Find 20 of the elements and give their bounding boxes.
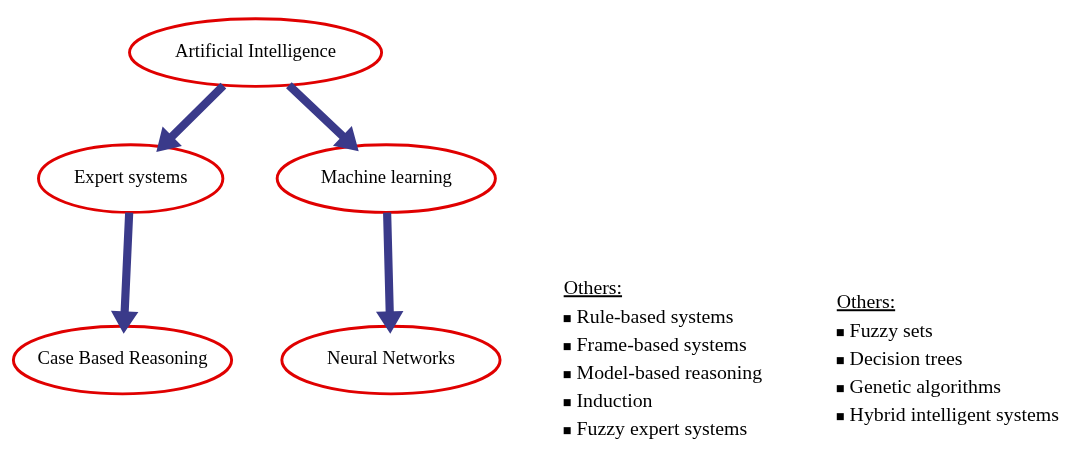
- arrow: [286, 81, 359, 151]
- node-ellipse: Machine learning: [275, 142, 497, 214]
- label: Frame-based systems: [576, 332, 747, 355]
- label: Decision trees: [849, 346, 963, 369]
- node-ellipse: Artificial Intelligence: [128, 16, 384, 88]
- label: Fuzzy expert systems: [576, 416, 748, 439]
- node-ellipse: Case Based Reasoning: [11, 324, 234, 395]
- arrow: [376, 212, 404, 334]
- label: Induction: [576, 388, 653, 411]
- arrow: [156, 82, 227, 152]
- label: Model-based reasoning: [576, 360, 763, 383]
- label: Others:: [563, 275, 623, 298]
- arrow: [110, 211, 139, 334]
- node-ellipse: Neural Networks: [280, 324, 502, 395]
- label: Fuzzy sets: [849, 318, 933, 341]
- label: Genetic algorithms: [849, 374, 1002, 397]
- label: Rule-based systems: [576, 304, 734, 327]
- node-ellipse: Expert systems: [37, 142, 225, 214]
- label: Hybrid intelligent systems: [849, 402, 1059, 425]
- label: Others:: [836, 289, 896, 312]
